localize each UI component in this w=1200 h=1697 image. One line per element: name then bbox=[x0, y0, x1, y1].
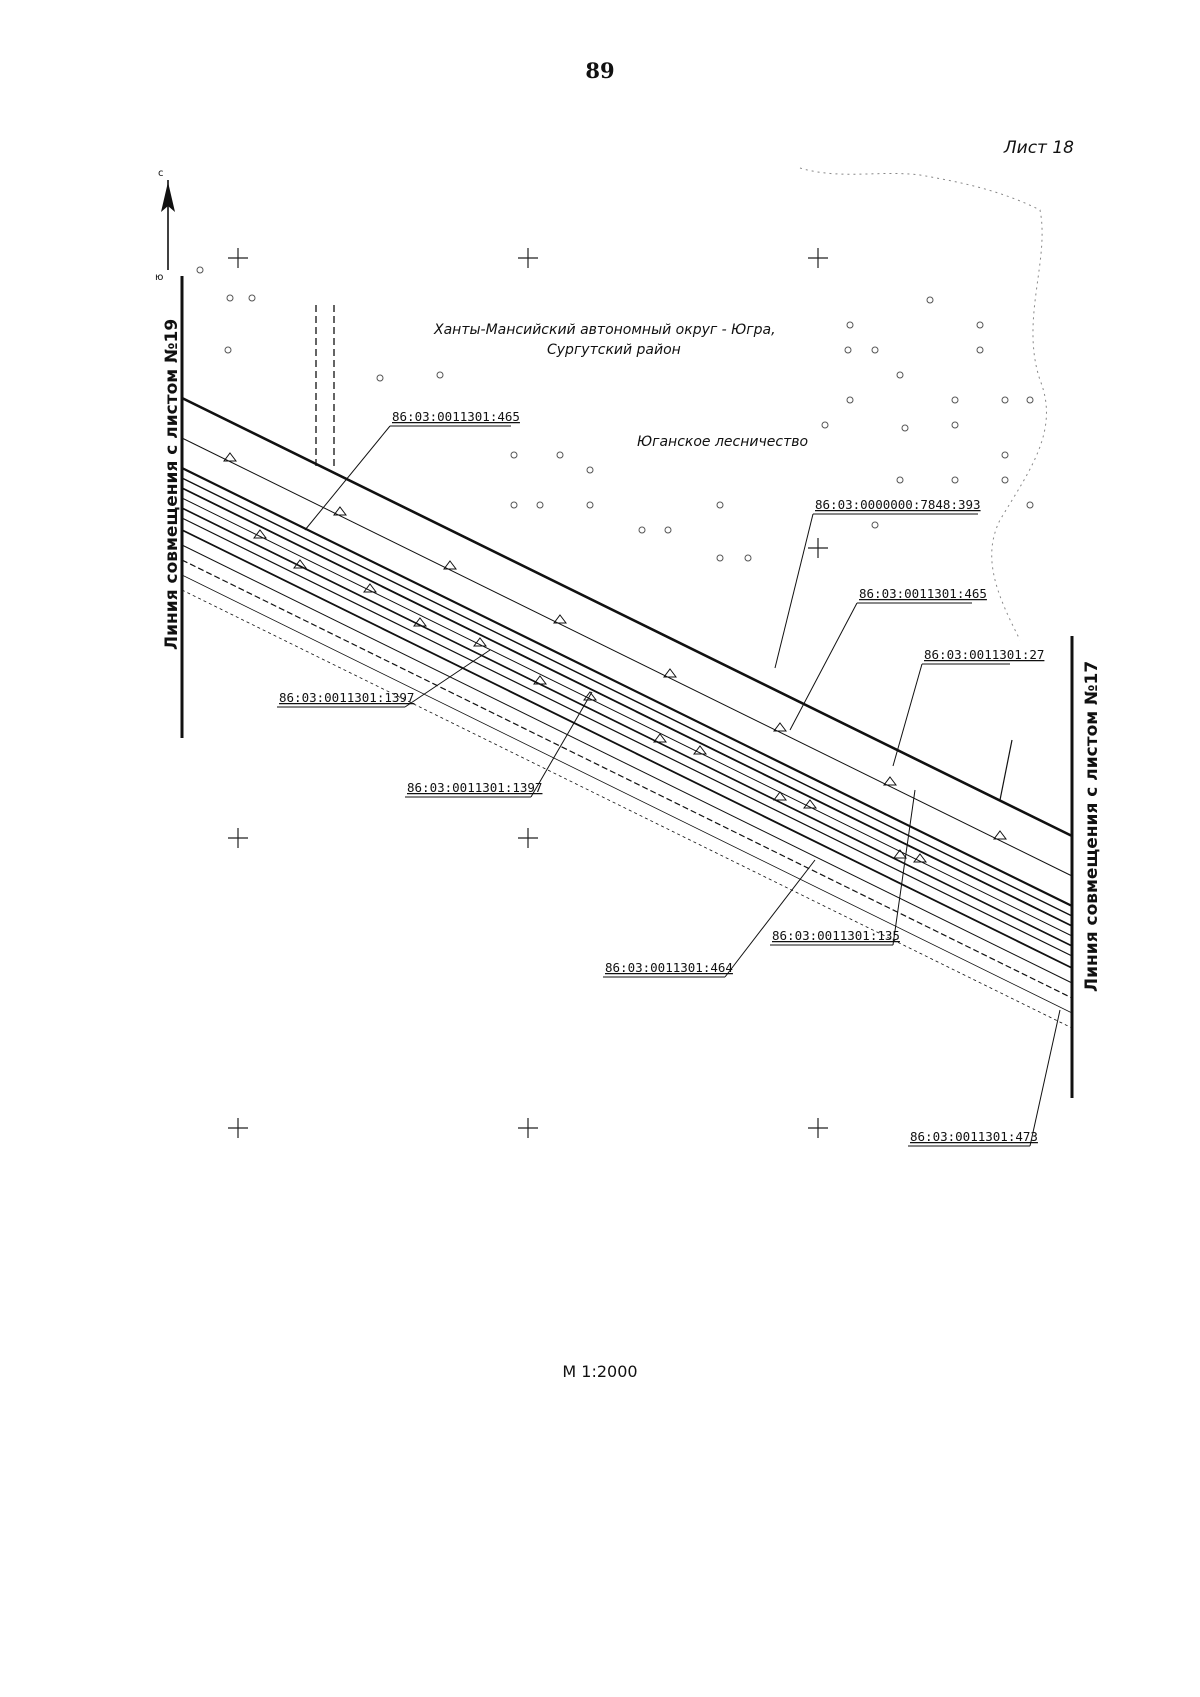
parcel-label-text: 86:03:0011301:465 bbox=[859, 586, 987, 601]
parcel-label-3: 86:03:0011301:465 bbox=[789, 586, 987, 731]
svg-text:ю: ю bbox=[155, 272, 163, 283]
corridor-end-line bbox=[999, 739, 1013, 801]
region-label-line2: Сургутский район bbox=[547, 342, 681, 358]
svg-text:с: с bbox=[158, 168, 164, 179]
boundary-contour bbox=[799, 167, 1047, 641]
scale-label: М 1:2000 bbox=[562, 1362, 638, 1381]
parcel-label-4: 86:03:0011301:27 bbox=[892, 647, 1044, 767]
parcel-label-5: 86:03:0011301:1397 bbox=[277, 649, 491, 708]
forest-symbols bbox=[196, 266, 1034, 562]
parcel-label-9: 86:03:0011301:473 bbox=[908, 1009, 1061, 1147]
parcel-label-1: 86:03:0011301:465 bbox=[304, 409, 520, 531]
parcel-label-text: 86:03:0011301:135 bbox=[772, 928, 900, 943]
parcel-label-text: 86:03:0011301:1397 bbox=[407, 780, 542, 795]
page-number: 89 bbox=[585, 58, 615, 83]
forestry-label: Юганское лесничество bbox=[637, 434, 808, 450]
left-match-line-label: Линия совмещения с листом №19 bbox=[162, 319, 182, 650]
north-arrow-icon: с ю bbox=[155, 168, 175, 283]
vertical-dashed-lines bbox=[315, 305, 335, 470]
grid-crosses bbox=[228, 248, 828, 1138]
region-label-line1: Ханты-Мансийский автономный округ - Югра… bbox=[433, 322, 776, 338]
parcel-label-text: 86:03:0011301:473 bbox=[910, 1129, 1038, 1144]
parcel-label-text: 86:03:0011301:1397 bbox=[279, 690, 414, 705]
corridor-markers bbox=[223, 452, 1007, 863]
right-match-line-label: Линия совмещения с листом №17 bbox=[1082, 661, 1102, 992]
corridor-lines bbox=[181, 396, 1073, 1029]
parcel-label-text: 86:03:0000000:7848:393 bbox=[815, 497, 981, 512]
parcel-label-7: 86:03:0011301:135 bbox=[770, 789, 916, 946]
parcel-label-text: 86:03:0011301:27 bbox=[924, 647, 1044, 662]
parcel-label-text: 86:03:0011301:464 bbox=[605, 960, 733, 975]
parcel-label-text: 86:03:0011301:465 bbox=[392, 409, 520, 424]
parcel-label-6: 86:03:0011301:1397 bbox=[405, 691, 593, 798]
sheet-label: Лист 18 bbox=[1003, 138, 1074, 158]
parcel-label-2: 86:03:0000000:7848:393 bbox=[774, 497, 981, 669]
parcel-label-8: 86:03:0011301:464 bbox=[603, 859, 816, 978]
